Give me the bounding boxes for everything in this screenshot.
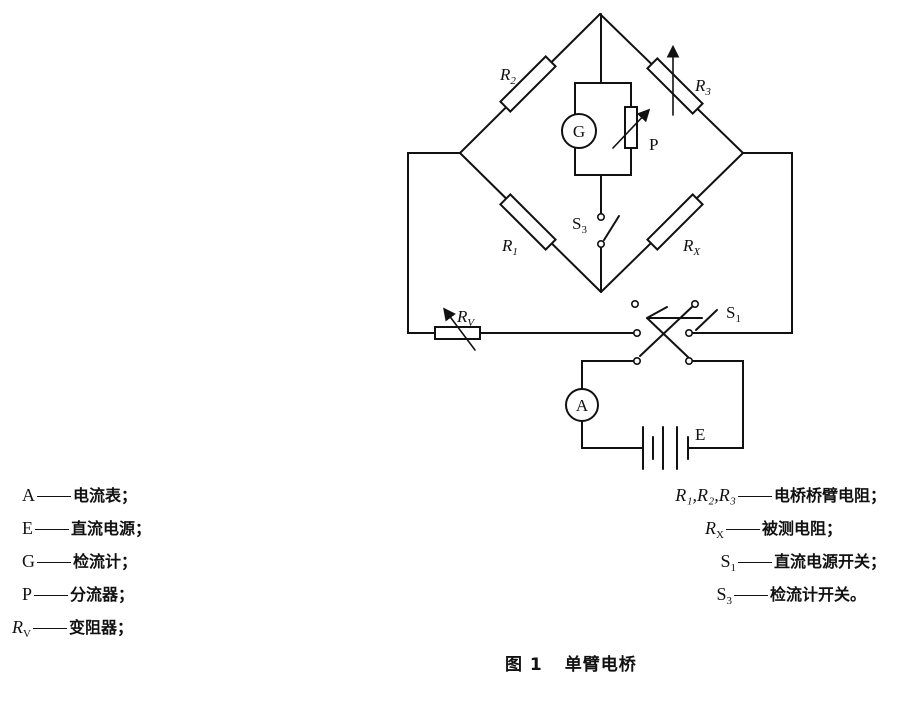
legend-symbol: A — [22, 485, 35, 505]
dash — [34, 595, 69, 596]
resistor-r1 — [499, 193, 557, 251]
legend-desc: 直流电源开关； — [773, 552, 886, 571]
label-rx: RX — [682, 236, 701, 258]
legend-desc: 被测电阻； — [761, 519, 842, 538]
legend-desc: 变阻器； — [68, 618, 133, 637]
legend-desc: 直流电源； — [71, 519, 152, 538]
galvanometer-icon — [561, 113, 597, 149]
switch-s1 — [630, 299, 718, 365]
legend-desc: 电桥桥臂电阻； — [773, 486, 886, 505]
resistor-shunt-p — [624, 106, 638, 149]
label-s3: S3 — [572, 214, 587, 236]
ammeter-label: A — [576, 396, 589, 415]
label-r3: R3 — [694, 76, 711, 98]
figure-caption: 图 1 单臂电桥 — [505, 650, 659, 675]
resistor-r2 — [499, 55, 557, 113]
ammeter-icon — [565, 388, 599, 422]
legend-symbol: G — [22, 551, 35, 571]
legend-symbol-sub: 1 — [730, 562, 736, 575]
label-e: E — [695, 425, 705, 444]
legend-item-g: G 检流计； — [22, 548, 137, 572]
dash — [32, 628, 67, 629]
legend-item-rx: RX 被测电阻； — [705, 515, 842, 541]
legend-item-s3: S3 检流计开关。 — [716, 581, 866, 607]
caption-number: 图 1 — [505, 655, 543, 675]
caption-title: 单臂电桥 — [564, 655, 637, 675]
dash — [37, 562, 71, 563]
dash — [37, 496, 71, 497]
dash — [733, 595, 768, 596]
legend-desc: 分流器； — [70, 585, 135, 604]
galvanometer-label: G — [573, 122, 585, 141]
dash — [737, 562, 772, 563]
legend-item-e: E 直流电源； — [22, 515, 151, 539]
label-r1: R1 — [501, 236, 518, 258]
legend-symbol: R₁,R₂,R₃ — [675, 485, 736, 505]
legend-desc: 检流计开关。 — [769, 585, 866, 604]
label-p: P — [649, 135, 658, 154]
legend-symbol-sub: V — [23, 628, 31, 641]
battery-icon — [642, 426, 689, 470]
legend-symbol: R — [705, 518, 717, 538]
bridge-wires — [407, 13, 793, 449]
resistor-rx — [646, 193, 704, 251]
legend-symbol: S — [716, 584, 727, 604]
legend-desc: 电流表； — [73, 486, 138, 505]
legend-symbol: E — [22, 518, 33, 538]
legend-item-a: A 电流表； — [22, 482, 137, 506]
dash — [35, 529, 69, 530]
p-adjust-arrow-icon — [612, 108, 651, 149]
label-r2: R2 — [499, 65, 516, 87]
legend-item-rv: RV 变阻器； — [12, 614, 133, 640]
switch-s3 — [596, 213, 620, 249]
legend-item-p: P 分流器； — [22, 581, 134, 605]
dash — [725, 529, 760, 530]
legend-symbol: R — [12, 617, 23, 637]
legend-item-s1: S1 直流电源开关； — [720, 548, 886, 574]
legend-desc: 检流计； — [73, 552, 138, 571]
legend-symbol-sub: X — [716, 529, 724, 542]
legend-symbol: S — [720, 551, 731, 571]
legend-symbol-sub: 3 — [726, 595, 732, 608]
label-rv: RV — [456, 307, 475, 329]
dash — [737, 496, 772, 497]
label-s1: S1 — [726, 303, 741, 325]
resistor-r3 — [646, 57, 704, 115]
legend-symbol: P — [22, 584, 33, 604]
rv-adjust-arrow-icon — [443, 307, 476, 351]
legend-item-r123: R₁,R₂,R₃ 电桥桥臂电阻； — [675, 482, 886, 506]
